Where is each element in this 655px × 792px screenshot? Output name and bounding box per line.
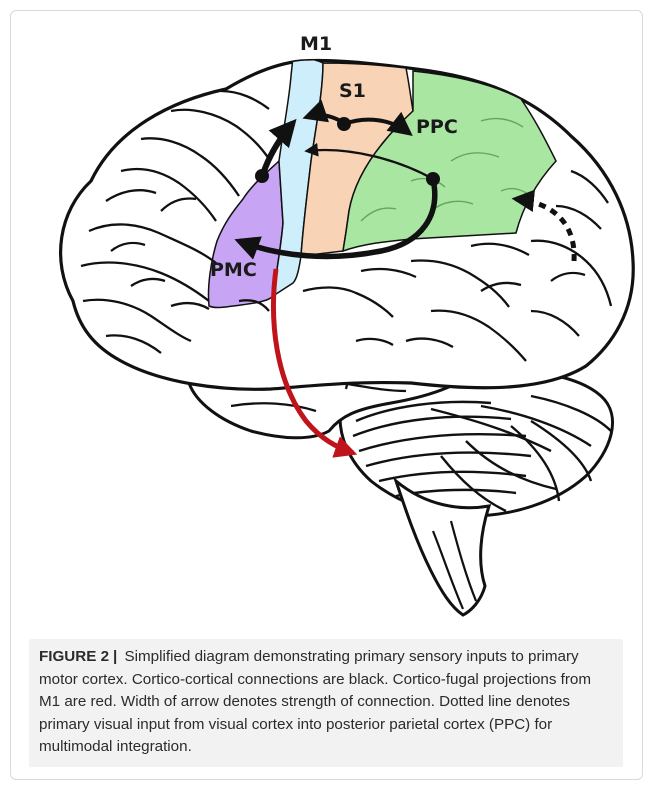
caption-separator: |	[109, 648, 120, 665]
brain-svg: M1 S1 PPC PMC	[11, 11, 644, 621]
label-pmc: PMC	[210, 259, 257, 281]
caption-text: Simplified diagram demonstrating primary…	[39, 648, 591, 755]
caption-label: FIGURE 2	[39, 648, 109, 665]
label-ppc: PPC	[416, 116, 458, 138]
label-s1: S1	[339, 80, 366, 102]
figure-caption: FIGURE 2| Simplified diagram demonstrati…	[29, 639, 623, 767]
label-m1: M1	[300, 33, 332, 55]
brain-diagram: M1 S1 PPC PMC	[11, 11, 644, 621]
figure-frame: M1 S1 PPC PMC FIGURE 2| Simplified diagr…	[10, 10, 643, 780]
